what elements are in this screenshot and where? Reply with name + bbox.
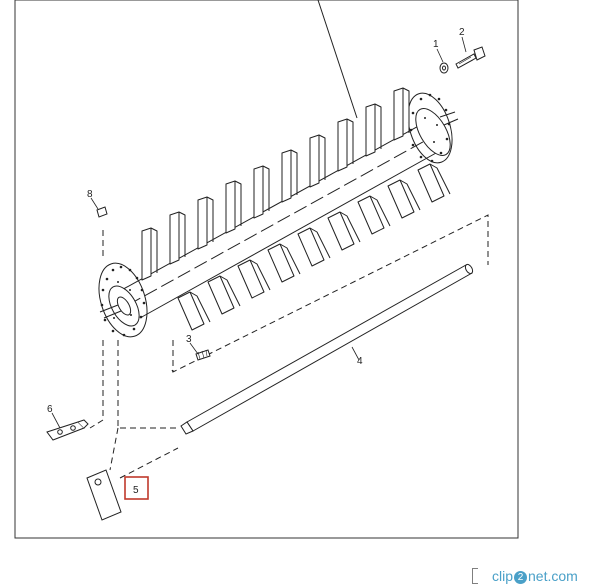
assembly-dashes bbox=[89, 214, 489, 479]
upper-tines bbox=[141, 87, 410, 281]
callout-4: 4 bbox=[357, 356, 363, 367]
washer-part-1 bbox=[439, 62, 449, 74]
callout-5-highlight-box bbox=[124, 476, 149, 500]
leader-top bbox=[317, 0, 358, 119]
watermark-bracket bbox=[472, 568, 478, 584]
bolt-part-2 bbox=[455, 46, 486, 69]
diagram-frame bbox=[14, 0, 519, 539]
callout-3: 3 bbox=[186, 334, 192, 345]
bracket-part-6 bbox=[46, 419, 89, 441]
left-end-disc bbox=[98, 262, 148, 338]
watermark-prefix: clip bbox=[492, 568, 514, 584]
callout-6: 6 bbox=[47, 404, 53, 415]
callout-5: 5 bbox=[133, 485, 139, 496]
callout-leaders bbox=[51, 36, 467, 429]
watermark-suffix: net.com bbox=[528, 568, 578, 584]
watermark-badge: 2 bbox=[514, 571, 528, 584]
lower-tines bbox=[177, 163, 451, 331]
callout-8: 8 bbox=[87, 189, 93, 200]
plate-part-5 bbox=[86, 469, 122, 521]
callout-2: 2 bbox=[459, 27, 465, 38]
right-end-disc bbox=[407, 92, 453, 164]
callout-1: 1 bbox=[433, 39, 439, 50]
rod-part-4 bbox=[180, 263, 474, 435]
screw-part-3 bbox=[195, 349, 211, 361]
pin-part-8 bbox=[96, 206, 108, 218]
